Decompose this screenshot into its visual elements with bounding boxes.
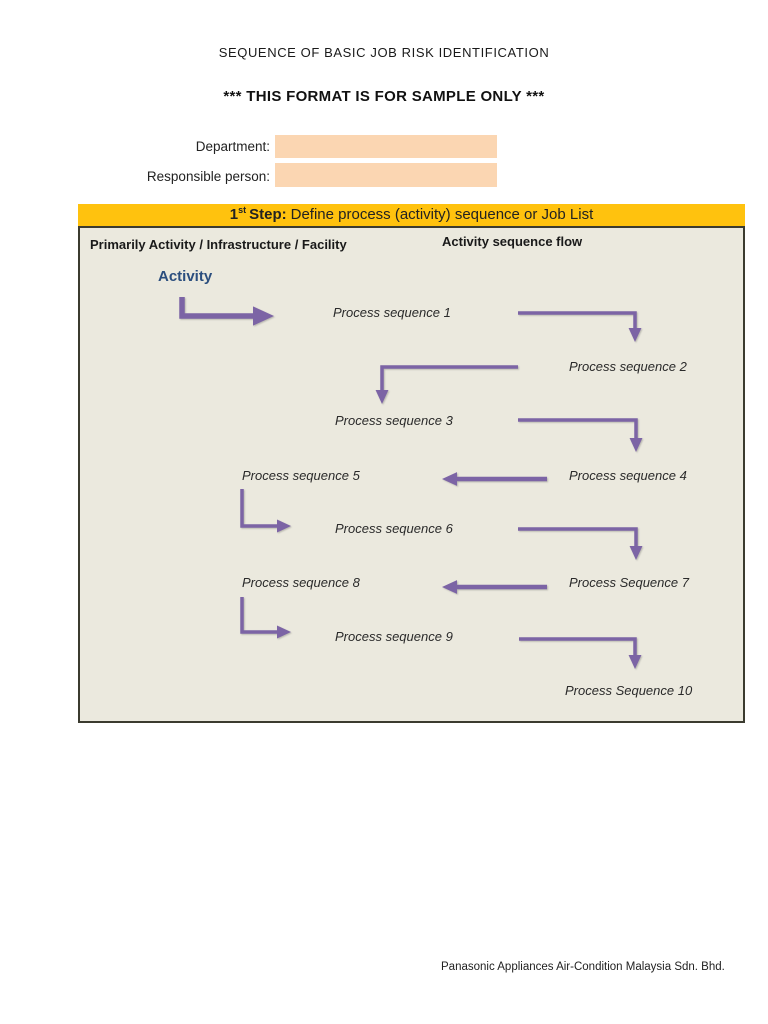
step-ordinal: st [238,205,247,215]
process-step-5: Process sequence 5 [242,468,360,483]
arrow-seq2-to-seq3 [375,365,518,404]
process-step-6: Process sequence 6 [335,521,453,536]
arrow-seq7-to-seq8 [442,580,547,594]
responsible-person-label: Responsible person: [146,169,270,184]
document-title: SEQUENCE OF BASIC JOB RISK IDENTIFICATIO… [218,45,550,60]
flow-box: Primarily Activity / Infrastructure / Fa… [78,226,745,723]
process-step-3: Process sequence 3 [335,413,453,428]
process-step-9: Process sequence 9 [335,629,453,644]
arrow-seq3-to-seq4 [518,418,643,452]
activity-label: Activity [158,268,213,285]
step-label: Step: [249,206,287,223]
process-step-7: Process Sequence 7 [569,575,689,590]
sample-only-notice: *** THIS FORMAT IS FOR SAMPLE ONLY *** [223,88,545,105]
arrow-seq6-to-seq7 [518,527,643,560]
process-step-2: Process sequence 2 [569,359,687,374]
process-step-1: Process sequence 1 [333,305,451,320]
responsible-person-field[interactable] [275,163,497,187]
process-step-10: Process Sequence 10 [565,683,693,698]
arrow-seq5-to-seq6 [240,489,291,533]
arrow-seq8-to-seq9 [240,597,291,639]
arrow-activity-to-seq1 [179,297,274,326]
arrow-seq4-to-seq5 [442,472,547,486]
step-description: Define process (activity) sequence or Jo… [290,206,594,223]
department-field[interactable] [275,135,497,158]
step-number: 1 [229,206,239,223]
company-footer: Panasonic Appliances Air-Condition Malay… [441,961,725,973]
process-step-4: Process sequence 4 [569,468,687,483]
process-step-8: Process sequence 8 [242,575,360,590]
department-label: Department: [195,139,270,154]
arrow-seq9-to-seq10 [519,637,642,669]
flow-header-primary-activity: Primarily Activity / Infrastructure / Fa… [90,237,347,252]
arrow-seq1-to-seq2 [518,311,642,342]
flow-header-sequence-flow: Activity sequence flow [442,234,583,249]
